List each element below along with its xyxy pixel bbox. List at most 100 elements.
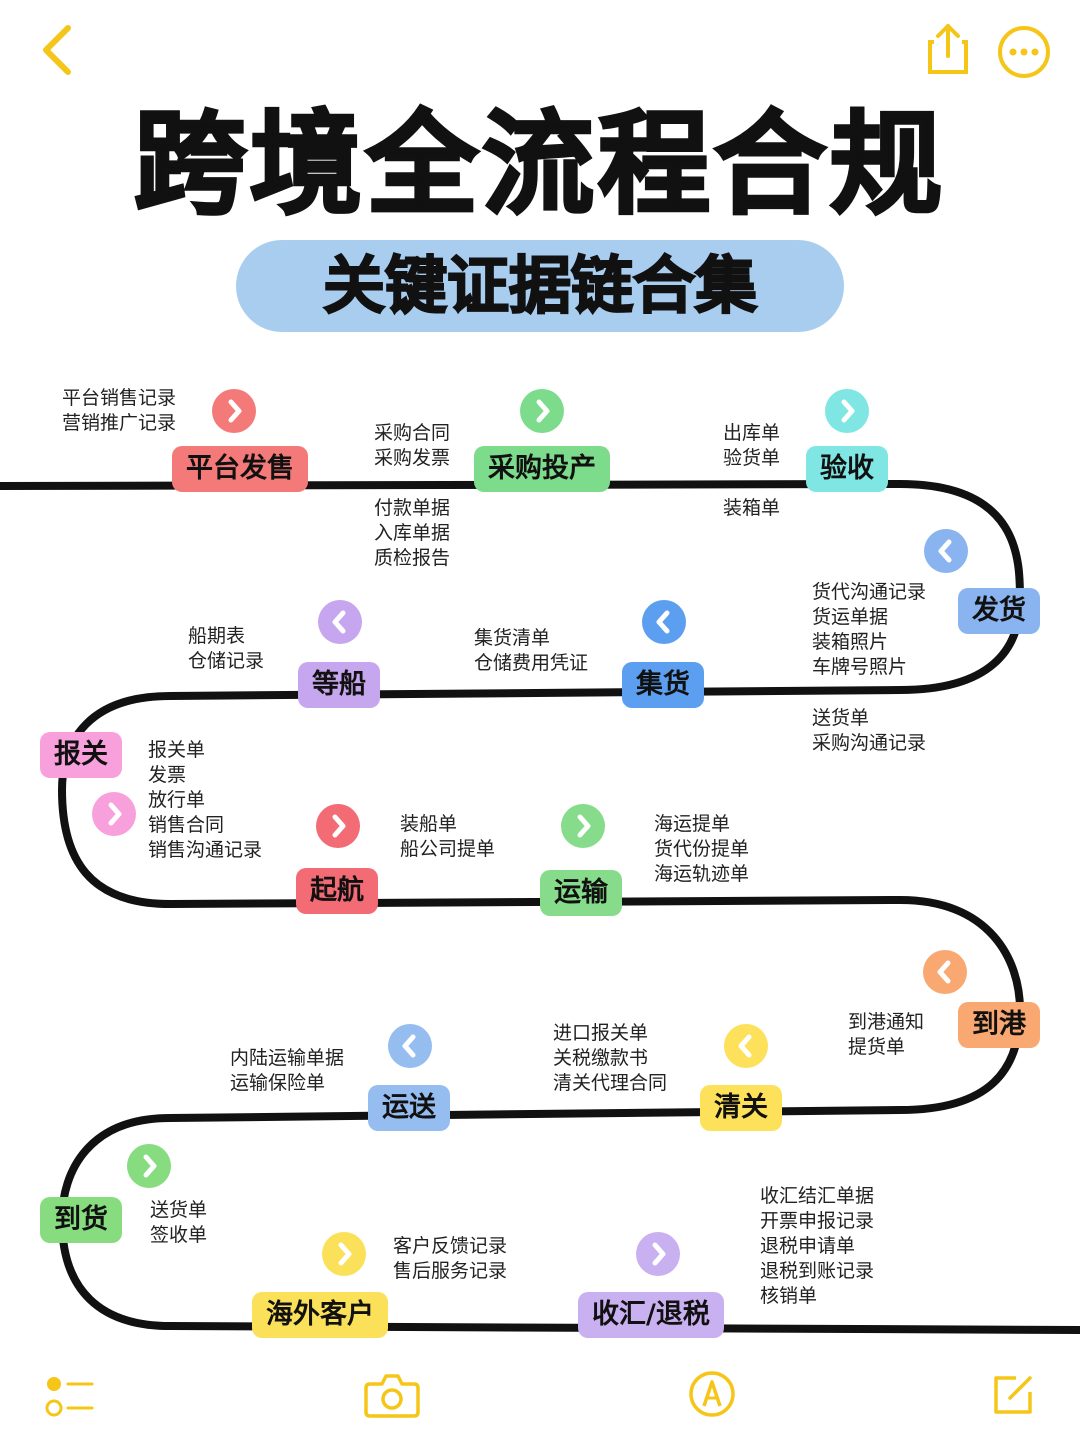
stage-platform-sale: 平台发售 (172, 446, 308, 492)
stage-wait-ship: 等船 (298, 662, 380, 708)
chevron-right-icon (825, 389, 869, 433)
evidence-item: 售后服务记录 (393, 1260, 508, 1282)
subtitle-banner: 关键证据链合集 (236, 240, 844, 332)
stage-overseas-customer: 海外客户 (252, 1292, 388, 1338)
evidence-item: 营销推广记录 (62, 412, 177, 434)
camera-icon[interactable] (364, 1372, 420, 1418)
stage-consolidation: 集货 (622, 662, 704, 708)
evidence-list-transport: 海运提单货代份提单海运轨迹单 (654, 812, 749, 887)
evidence-list-customs-declare: 报关单发票放行单销售合同销售沟通记录 (148, 738, 262, 863)
more-icon[interactable] (996, 24, 1052, 80)
share-icon[interactable] (926, 22, 970, 76)
chevron-left-icon (388, 1024, 432, 1068)
evidence-item: 入库单据 (374, 522, 451, 544)
evidence-list-wait-ship: 船期表仓储记录 (188, 624, 264, 674)
evidence-item: 清关代理合同 (553, 1072, 668, 1094)
evidence-list-purchase: 付款单据入库单据质检报告 (374, 496, 450, 571)
evidence-item: 采购发票 (374, 447, 451, 469)
markup-pen-icon[interactable] (688, 1370, 736, 1418)
evidence-item: 销售沟通记录 (148, 839, 263, 861)
evidence-item: 仓储费用凭证 (474, 652, 589, 674)
stage-clearance: 清关 (700, 1085, 782, 1131)
evidence-item: 核销单 (760, 1285, 818, 1307)
evidence-item: 集货清单 (474, 627, 551, 649)
evidence-list-sail: 装船单船公司提单 (400, 812, 495, 862)
evidence-item: 货代份提单 (654, 838, 750, 860)
evidence-item: 送货单 (150, 1199, 208, 1221)
evidence-item: 发票 (148, 764, 187, 786)
evidence-item: 装箱照片 (812, 631, 889, 653)
evidence-list-shipping: 货代沟通记录货运单据装箱照片车牌号照片 (812, 580, 926, 680)
evidence-item: 仓储记录 (188, 650, 265, 672)
stage-arrival: 到货 (40, 1197, 122, 1243)
chevron-left-icon (318, 600, 362, 644)
chevron-left-icon (724, 1024, 768, 1068)
evidence-item: 采购沟通记录 (812, 732, 927, 754)
evidence-list-purchase: 采购合同采购发票 (374, 421, 450, 471)
evidence-item: 海运提单 (654, 813, 731, 835)
chevron-right-icon (127, 1144, 171, 1188)
checklist-icon[interactable] (44, 1374, 94, 1418)
evidence-item: 海运轨迹单 (654, 863, 750, 885)
evidence-list-arrival: 送货单签收单 (150, 1198, 207, 1248)
evidence-item: 质检报告 (374, 547, 451, 569)
evidence-item: 货代沟通记录 (812, 581, 927, 603)
stage-transport: 运输 (540, 870, 622, 916)
evidence-item: 进口报关单 (553, 1022, 649, 1044)
evidence-list-clearance: 进口报关单关税缴款书清关代理合同 (553, 1021, 667, 1096)
evidence-list-arrive-port: 到港通知提货单 (848, 1010, 924, 1060)
evidence-item: 报关单 (148, 739, 206, 761)
compose-icon[interactable] (990, 1372, 1036, 1418)
evidence-item: 退税到账记录 (760, 1260, 875, 1282)
evidence-item: 付款单据 (374, 497, 451, 519)
evidence-item: 平台销售记录 (62, 387, 177, 409)
evidence-item: 收汇结汇单据 (760, 1185, 875, 1207)
stage-settlement: 收汇/退税 (578, 1292, 724, 1338)
chevron-right-icon (561, 804, 605, 848)
chevron-left-icon (642, 600, 686, 644)
evidence-item: 销售合同 (148, 814, 225, 836)
stage-customs-declare: 报关 (40, 732, 122, 778)
evidence-list-delivery-transit: 内陆运输单据运输保险单 (230, 1046, 344, 1096)
evidence-item: 提货单 (848, 1036, 906, 1058)
evidence-item: 客户反馈记录 (393, 1235, 508, 1257)
evidence-item: 出库单 (723, 422, 781, 444)
stage-sail: 起航 (296, 868, 378, 914)
evidence-list-platform-sale: 平台销售记录营销推广记录 (62, 386, 176, 436)
chevron-left-icon (924, 529, 968, 573)
chevron-right-icon (316, 804, 360, 848)
evidence-item: 关税缴款书 (553, 1047, 649, 1069)
evidence-item: 内陆运输单据 (230, 1047, 345, 1069)
evidence-list-settlement: 收汇结汇单据开票申报记录退税申请单退税到账记录核销单 (760, 1184, 874, 1309)
evidence-item: 签收单 (150, 1224, 208, 1246)
subtitle: 关键证据链合集 (322, 248, 758, 323)
evidence-item: 运输保险单 (230, 1072, 326, 1094)
chevron-right-icon (212, 389, 256, 433)
evidence-item: 开票申报记录 (760, 1210, 875, 1232)
evidence-list-consolidation: 集货清单仓储费用凭证 (474, 626, 588, 676)
evidence-item: 到港通知 (848, 1011, 925, 1033)
evidence-item: 送货单 (812, 707, 870, 729)
stage-inspection: 验收 (806, 446, 888, 492)
evidence-item: 货运单据 (812, 606, 889, 628)
evidence-item: 车牌号照片 (812, 656, 908, 678)
stage-arrive-port: 到港 (958, 1002, 1040, 1048)
evidence-list-shipping: 送货单采购沟通记录 (812, 706, 926, 756)
evidence-list-overseas-customer: 客户反馈记录售后服务记录 (393, 1234, 507, 1284)
evidence-item: 船期表 (188, 625, 246, 647)
evidence-item: 退税申请单 (760, 1235, 856, 1257)
page-title: 跨境全流程合规 (133, 99, 946, 232)
evidence-item: 装箱单 (723, 497, 781, 519)
evidence-item: 装船单 (400, 813, 458, 835)
stage-delivery-transit: 运送 (368, 1085, 450, 1131)
evidence-list-inspection: 出库单验货单 (723, 421, 780, 471)
back-chevron-icon[interactable] (36, 24, 80, 76)
evidence-item: 船公司提单 (400, 838, 496, 860)
chevron-right-icon (92, 792, 136, 836)
evidence-item: 采购合同 (374, 422, 451, 444)
chevron-right-icon (520, 389, 564, 433)
evidence-item: 放行单 (148, 789, 206, 811)
chevron-right-icon (636, 1232, 680, 1276)
evidence-list-inspection: 装箱单 (723, 496, 780, 521)
stage-purchase: 采购投产 (474, 446, 610, 492)
